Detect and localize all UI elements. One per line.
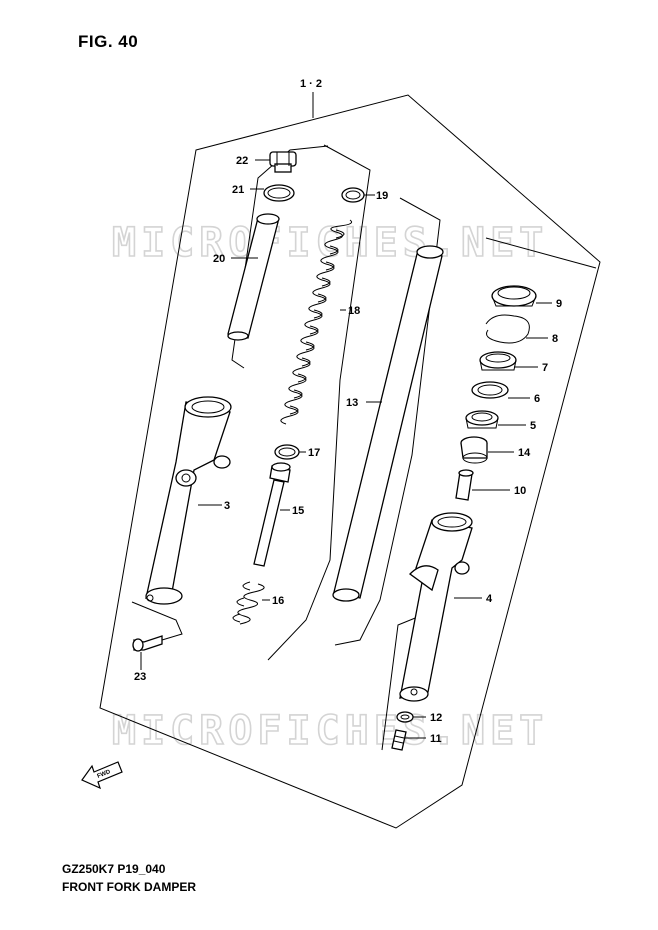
callout-3: 3: [224, 500, 230, 512]
part-4-outer-tube: [399, 512, 473, 702]
part-10-cylinder: [455, 469, 474, 501]
figure-title: FIG. 40: [78, 32, 139, 51]
callout-5: 5: [530, 420, 536, 432]
fwd-arrow-icon: FWD: [81, 761, 123, 790]
callout-13: 13: [346, 397, 358, 409]
callout-19: 19: [376, 190, 388, 202]
callout-7: 7: [542, 362, 548, 374]
strip-spring-right: [334, 197, 441, 646]
watermark-top: MICROFICHES.NET: [112, 220, 548, 266]
diagram-caption: FRONT FORK DAMPER: [62, 880, 196, 894]
part-13-inner-tube: [332, 245, 444, 602]
part-14-damper-seat: [460, 436, 488, 464]
part-16-rebound-spring: [232, 581, 265, 625]
part-8-snap-ring: [485, 314, 530, 344]
callout-23: 23: [134, 671, 146, 683]
callout-16: 16: [272, 595, 284, 607]
strip-inner-tube-left: [231, 145, 329, 369]
callout-15: 15: [292, 505, 304, 517]
part-5-guide-metal: [465, 410, 499, 429]
diagram-code: GZ250K7 P19_040: [62, 862, 166, 876]
part-15-damper-rod: [253, 462, 291, 567]
strip-right-top: [485, 237, 597, 269]
part-7-oil-seal: [479, 351, 517, 371]
callout-11: 11: [430, 733, 442, 745]
fwd-label: FWD: [97, 769, 113, 780]
callout-8: 8: [552, 333, 558, 345]
part-23-bolt: [132, 635, 163, 652]
part-12-gasket: [396, 711, 414, 723]
part-11-bolt: [391, 729, 407, 751]
callout-4: 4: [486, 593, 493, 605]
part-3-outer-tube: [145, 396, 232, 605]
callout-12: 12: [430, 712, 442, 724]
part-19-ring: [341, 187, 365, 203]
strip-bolt-area: [131, 601, 183, 641]
callout-17: 17: [308, 447, 320, 459]
callout-20: 20: [213, 253, 225, 265]
watermark-bottom: MICROFICHES.NET: [112, 708, 548, 754]
callout-18: 18: [348, 305, 360, 317]
part-6-washer: [471, 381, 509, 399]
callout-14: 14: [518, 447, 531, 459]
part-9-dust-seal: [491, 285, 537, 307]
callout-22: 22: [236, 155, 248, 167]
callout-6: 6: [534, 393, 540, 405]
callout-10: 10: [514, 485, 526, 497]
part-18-fork-spring: [280, 219, 353, 425]
part-20-inner-tube: [227, 213, 280, 341]
callout-9: 9: [556, 298, 562, 310]
callout-1-2: 1 · 2: [300, 78, 322, 90]
callout-21: 21: [232, 184, 244, 196]
part-22-cap-bolt: [269, 151, 297, 173]
assembly-outline: [99, 94, 601, 829]
strip-spring-left: [267, 144, 371, 661]
